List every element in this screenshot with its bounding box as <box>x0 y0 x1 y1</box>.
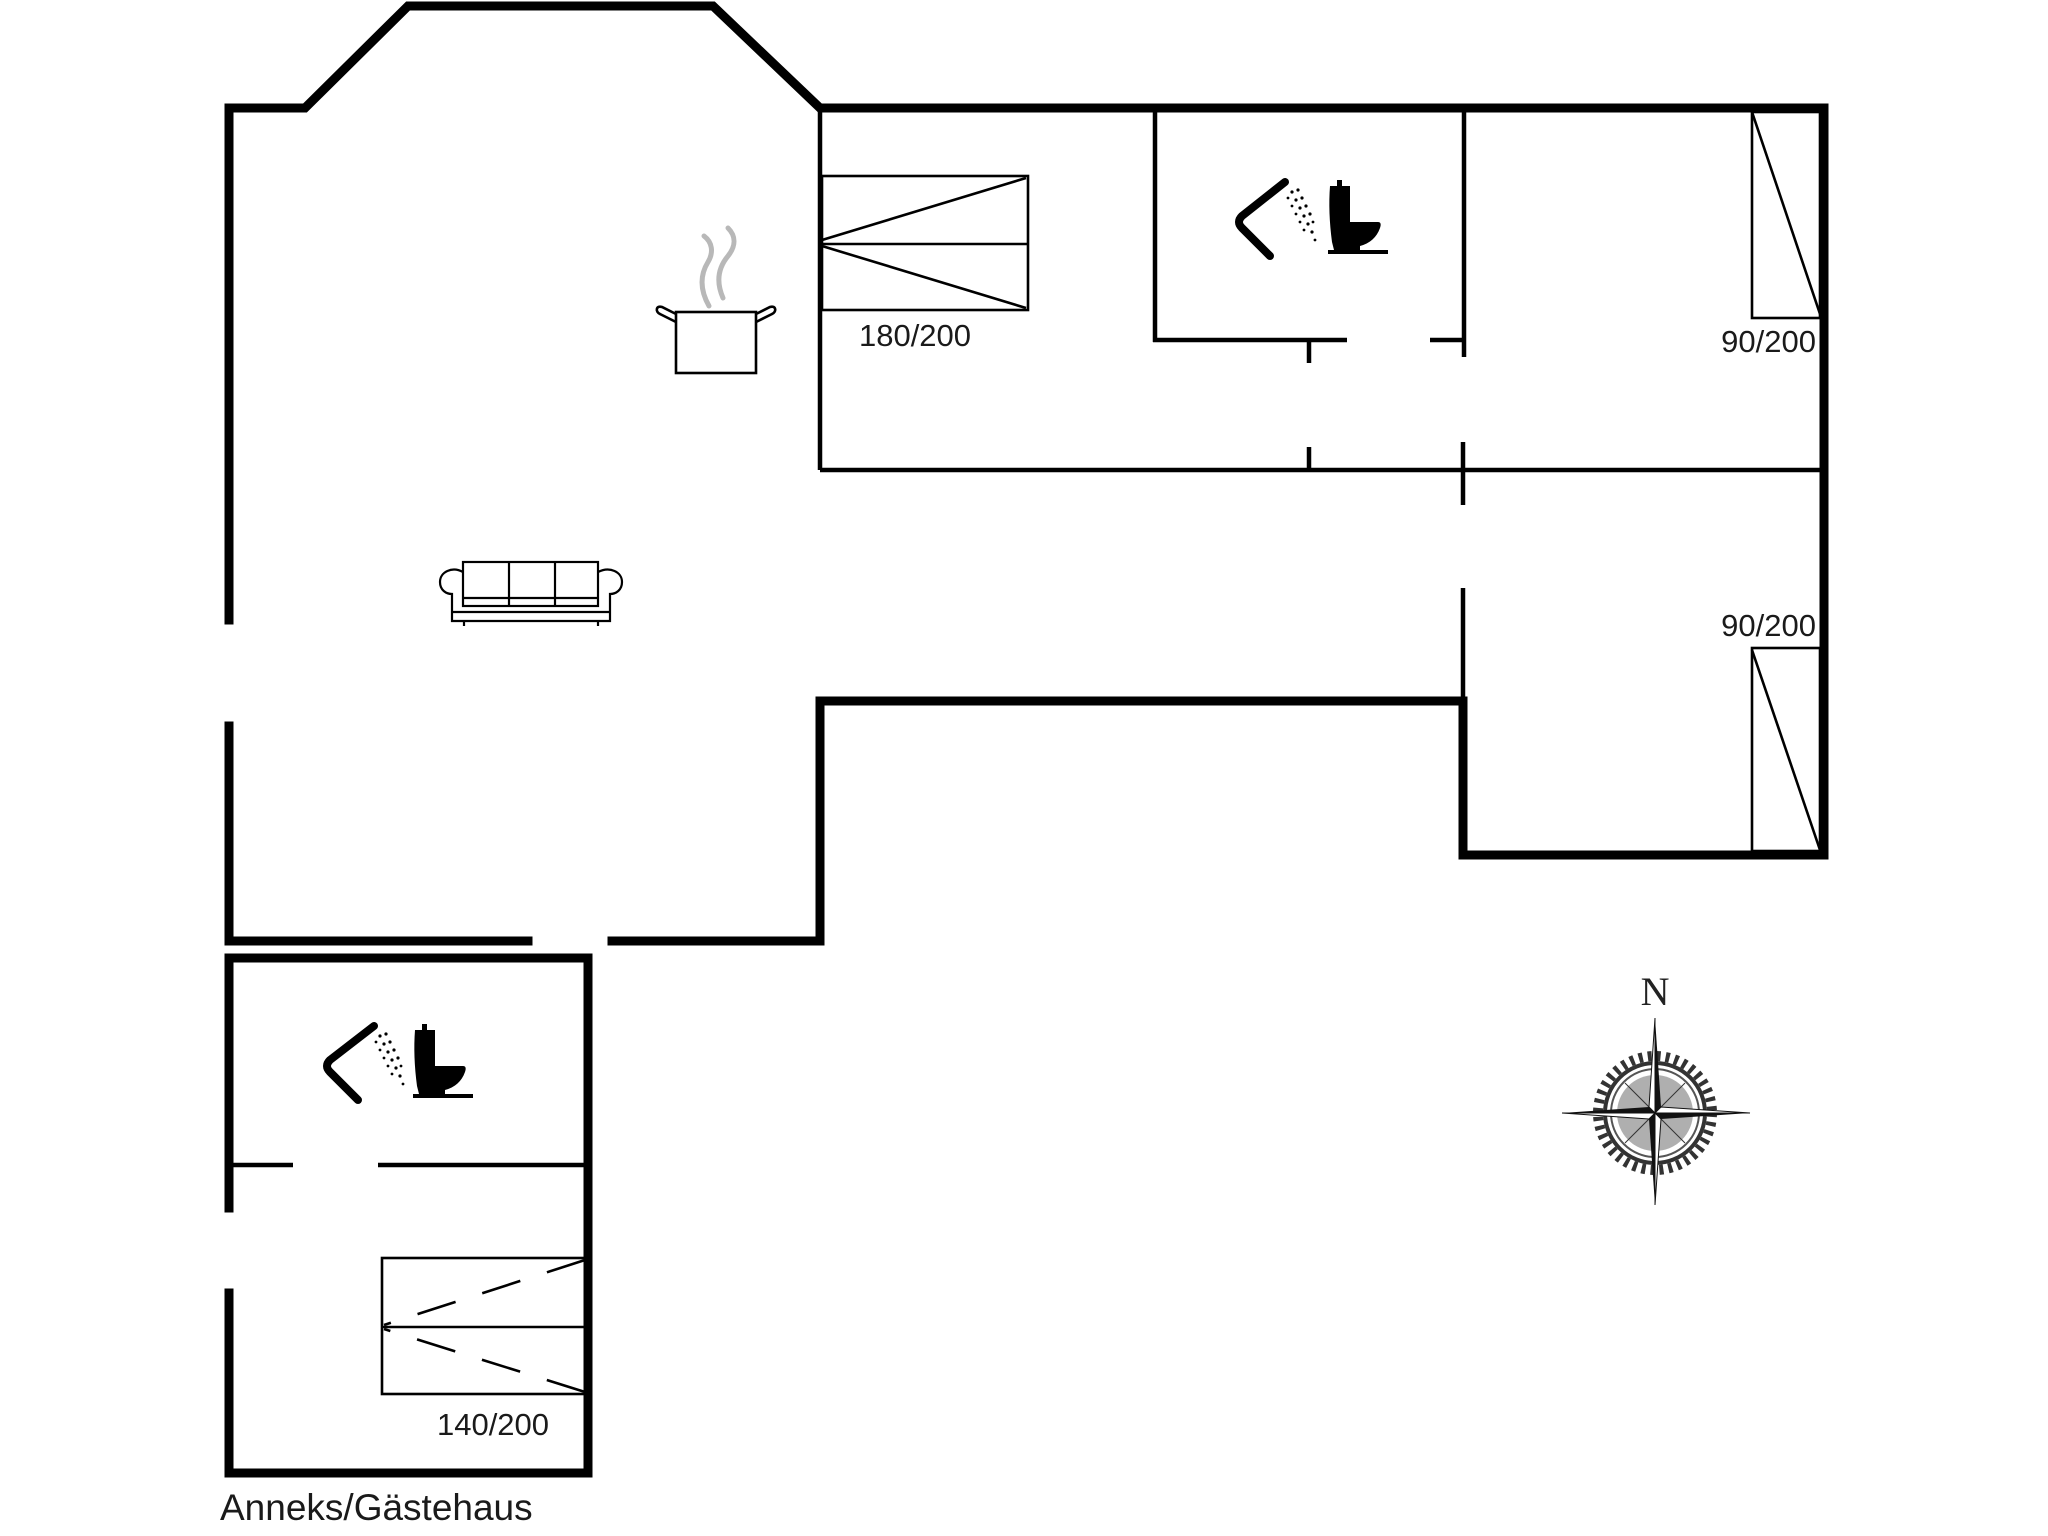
toilet-icon <box>413 1024 473 1098</box>
bed-size-label: 90/200 <box>1721 324 1816 359</box>
annex-caption: Anneks/Gästehaus <box>220 1487 533 1528</box>
compass-north-label: N <box>1641 969 1670 1014</box>
bed-double-annex: 140/200 <box>380 1256 588 1442</box>
annex-exterior-wall <box>224 953 593 1478</box>
exterior-wall-north <box>224 1 1829 946</box>
bathroom-main-fixtures <box>1235 178 1388 260</box>
bed-single-north: 90/200 <box>1721 110 1822 359</box>
bed-double-main: 180/200 <box>820 174 1030 353</box>
main-house <box>224 1 1829 946</box>
sofa-icon <box>438 560 624 626</box>
compass-rose-icon: N <box>1561 969 1751 1206</box>
shower-icon <box>1235 178 1317 260</box>
bed-size-label: 140/200 <box>437 1407 549 1442</box>
toilet-icon <box>1328 180 1388 254</box>
bed-single-south: 90/200 <box>1721 608 1822 853</box>
cooking-pot-icon <box>655 225 777 375</box>
bathroom-annex-fixtures <box>323 1022 473 1104</box>
bed-size-label: 180/200 <box>859 318 971 353</box>
annex: 140/200 Anneks/Gästehaus <box>220 953 593 1528</box>
exterior-wall-southwest <box>224 721 533 946</box>
shower-icon <box>323 1022 405 1104</box>
bed-size-label: 90/200 <box>1721 608 1816 643</box>
